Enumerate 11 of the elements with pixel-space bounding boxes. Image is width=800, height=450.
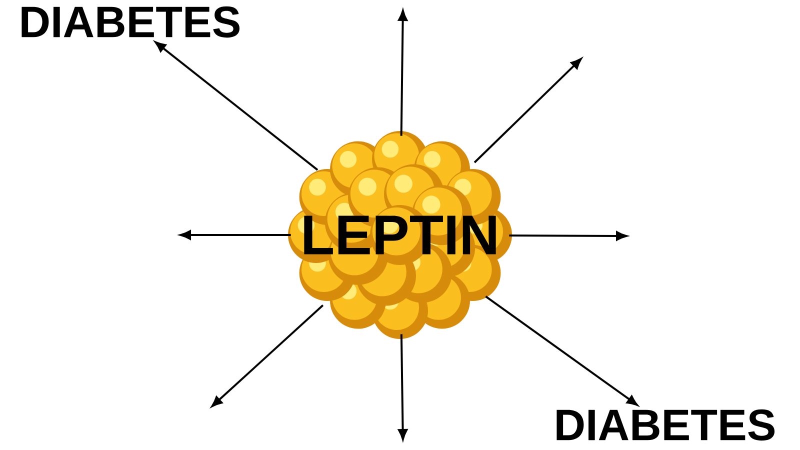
arrow <box>398 334 408 440</box>
arrow <box>509 231 628 241</box>
cluster-label: LEPTIN <box>304 216 496 254</box>
arrow <box>154 41 318 171</box>
title-text: DIABETES <box>556 409 774 441</box>
arrow <box>211 304 324 407</box>
arrow <box>398 10 408 136</box>
arrow <box>180 230 291 240</box>
arrow <box>485 296 638 406</box>
title-text: DIABETES <box>22 6 240 38</box>
arrow <box>474 58 582 164</box>
